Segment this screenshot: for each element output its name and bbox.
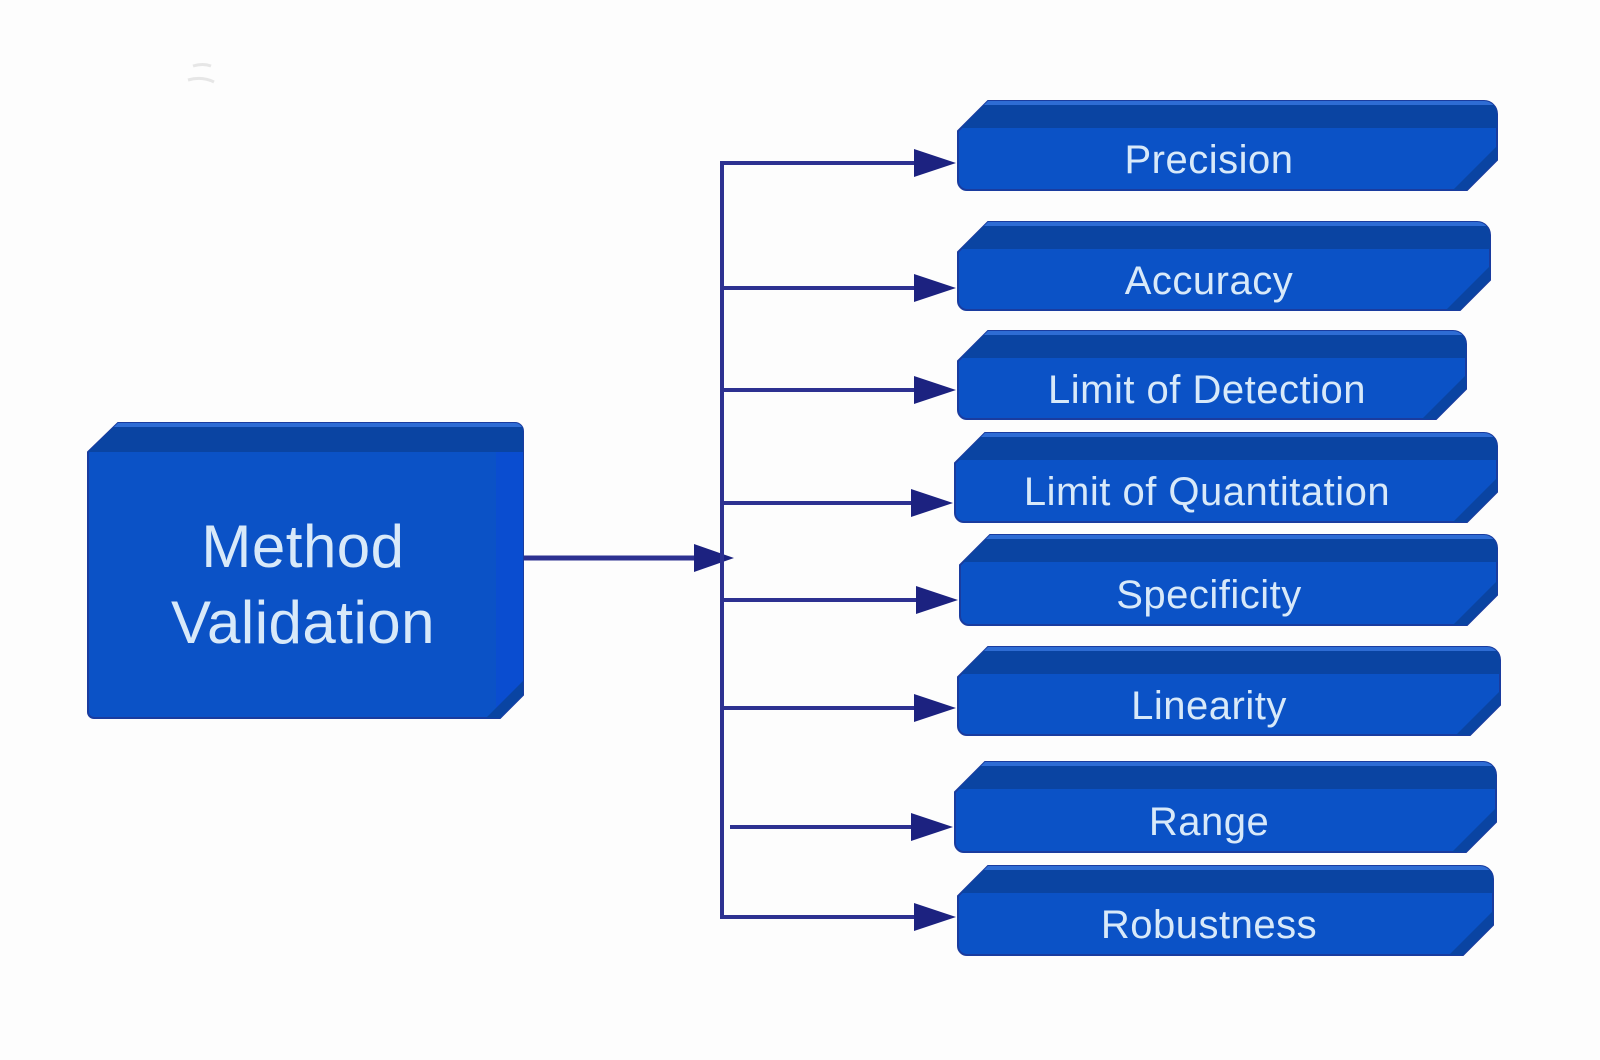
arrowhead-icon <box>916 586 958 614</box>
node-box-corner-shade <box>1452 808 1496 852</box>
node-label: Limit of Quantitation <box>1024 470 1390 514</box>
node-label: Linearity <box>1131 684 1287 728</box>
node-label: Specificity <box>1116 573 1302 617</box>
node-box-top-highlight <box>88 423 523 427</box>
connector-limit-of-detection <box>724 376 956 404</box>
node-box-top-highlight <box>958 866 1493 870</box>
node-box-top-highlight <box>958 647 1500 651</box>
node-box-corner-shade <box>1422 375 1466 419</box>
connector-specificity <box>724 586 958 614</box>
node-box-corner-shade <box>1449 911 1493 955</box>
node-box-top-highlight <box>958 222 1490 226</box>
node-box-corner-shade <box>1453 478 1497 522</box>
node-accuracy: Accuracy <box>957 221 1491 311</box>
node-box-corner-shade <box>1446 266 1490 310</box>
node-range: Range <box>954 761 1497 853</box>
root-arrowhead-icon <box>694 544 734 572</box>
node-method-validation: Method Validation <box>87 422 524 719</box>
connector-root <box>498 544 734 572</box>
node-box-corner-shade <box>486 681 523 718</box>
connector-accuracy <box>724 274 956 302</box>
node-label-line1: Method <box>201 513 404 580</box>
node-box-top-face <box>960 535 1497 562</box>
connector-limit-of-quantitation <box>724 489 953 517</box>
connector-linearity <box>724 694 956 722</box>
node-box-corner-shade <box>1453 581 1497 625</box>
node-box-top-face <box>88 423 523 452</box>
node-box-top-face <box>955 762 1496 789</box>
node-box-top-face <box>958 222 1490 249</box>
node-limit-of-quantitation: Limit of Quantitation <box>954 432 1498 523</box>
node-box-corner-shade <box>1453 146 1497 190</box>
arrowhead-icon <box>911 489 953 517</box>
node-box-top-highlight <box>958 101 1497 105</box>
node-box-top-highlight <box>960 535 1497 539</box>
node-box-side-face <box>496 423 523 718</box>
node-box-top-face <box>958 866 1493 893</box>
connectors <box>498 149 958 931</box>
node-box-top-highlight <box>955 433 1497 437</box>
arrowhead-icon <box>914 903 956 931</box>
node-label: Range <box>1149 800 1269 844</box>
node-box-top-face <box>958 331 1466 358</box>
node-linearity: Linearity <box>957 646 1501 736</box>
node-precision: Precision <box>957 100 1498 191</box>
smudge-artifact <box>187 63 215 84</box>
arrowhead-icon <box>914 149 956 177</box>
node-box-top-highlight <box>958 331 1466 335</box>
node-label: Precision <box>1124 138 1293 182</box>
arrowhead-icon <box>914 694 956 722</box>
node-limit-of-detection: Limit of Detection <box>957 330 1467 420</box>
node-label: Accuracy <box>1125 259 1294 303</box>
node-specificity: Specificity <box>959 534 1498 626</box>
arrowhead-icon <box>914 274 956 302</box>
arrowhead-icon <box>911 813 953 841</box>
node-box-top-face <box>955 433 1497 460</box>
node-label: Limit of Detection <box>1048 368 1366 412</box>
node-box-top-highlight <box>955 762 1496 766</box>
node-box-corner-shade <box>1456 691 1500 735</box>
node-label: Robustness <box>1101 903 1317 947</box>
connector-robustness <box>722 903 956 931</box>
arrowhead-icon <box>914 376 956 404</box>
connector-range <box>730 813 953 841</box>
node-box-top-face <box>958 647 1500 674</box>
node-box-top-face <box>958 101 1497 128</box>
node-robustness: Robustness <box>957 865 1494 956</box>
node-label-line2: Validation <box>171 589 435 656</box>
connector-precision <box>724 149 956 177</box>
